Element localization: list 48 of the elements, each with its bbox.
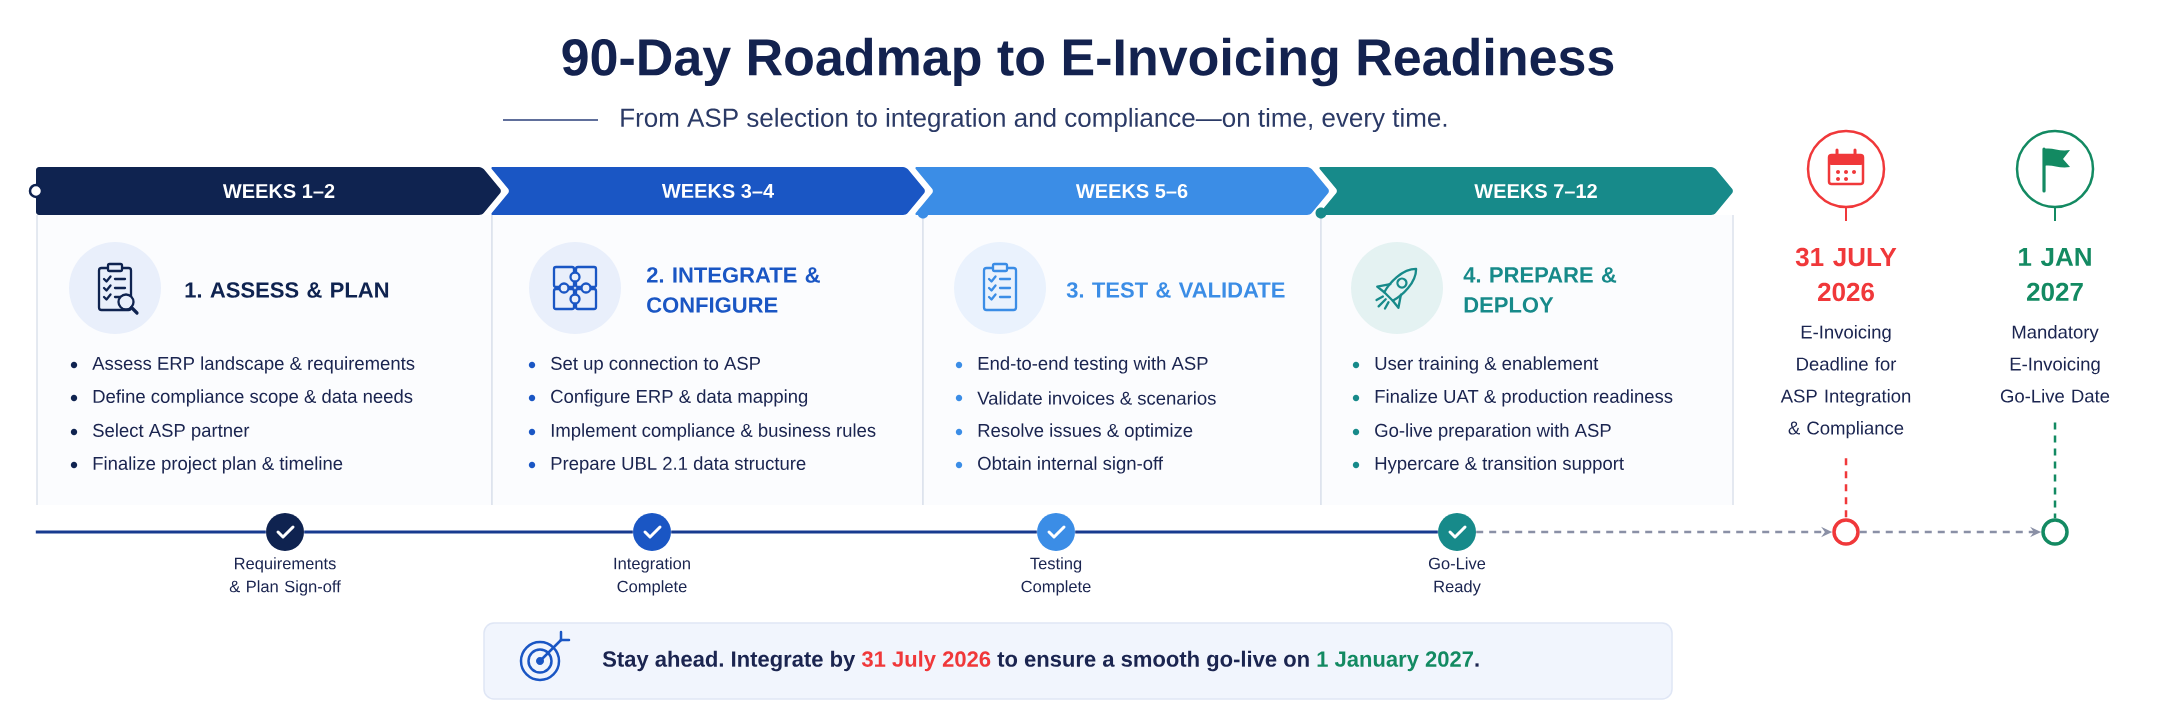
callout-box: Stay ahead. Integrate by 31 July 2026 to ensure a smooth go-live on 1 January 2027. — [483, 622, 1673, 700]
chevron-banner: WEEKS 7–12 — [1319, 167, 1733, 215]
bullet-text: Hypercare & transition support — [1375, 456, 1624, 474]
description-text: Mandatory E-Invoicing Go-Live Date — [2000, 325, 2110, 403]
node-label: Stay ahead. Integrate by — [602, 650, 856, 672]
node-label: . — [1475, 663, 1479, 667]
description-text: E-Invoicing Deadline for ASP Integration & Compliance — [1780, 325, 1911, 439]
bullet-text: Define compliance scope & data needs — [93, 389, 413, 407]
bullet-text: End-to-end testing with ASP — [978, 356, 1208, 374]
node-label: 1 January 2027 — [1317, 651, 1473, 672]
node-label: to ensure a smooth go-live on — [997, 650, 1309, 672]
ring-marker — [1832, 518, 1860, 546]
subtitle: From ASP selection to integration and compliance—on time, every time. — [621, 107, 1447, 133]
timeline-line — [1075, 530, 1438, 534]
bullet-text: Obtain internal sign-off — [978, 456, 1163, 474]
date-label: 31 JULY 2026 — [1795, 247, 1897, 302]
ring-marker — [2041, 518, 2069, 546]
date-label: 1 JAN 2027 — [2019, 247, 2091, 302]
milestone-label: Requirements & Plan Sign-off — [229, 557, 341, 596]
milestone-label: Go-Live Ready — [1428, 557, 1486, 596]
bullet-text: Select ASP partner — [93, 423, 250, 441]
bullet-text: Finalize project plan & timeline — [93, 456, 343, 474]
milestone-label: Testing Complete — [1021, 557, 1091, 596]
bullet-text: Configure ERP & data mapping — [551, 389, 808, 407]
title: 90-Day Roadmap to E-Invoicing Readiness — [562, 37, 1614, 87]
chevron-banner: WEEKS 3–4 — [491, 167, 925, 215]
phase-heading: 2. INTEGRATE & CONFIGURE — [647, 267, 820, 313]
bullet-text: Set up connection to ASP — [551, 356, 761, 374]
milestone-label: Integration Complete — [614, 557, 690, 596]
bullet-text: Assess ERP landscape & requirements — [92, 356, 415, 374]
bullet-text: User training & enablement — [1375, 356, 1599, 374]
phase-heading: 3. TEST & VALIDATE — [1066, 282, 1285, 298]
node-label: 31 July 2026 — [861, 650, 991, 672]
timeline-line — [304, 530, 633, 534]
timeline-line — [671, 530, 1037, 534]
bullet-text: Prepare UBL 2.1 data structure — [551, 456, 806, 474]
chevron-banner: WEEKS 5–6 — [915, 167, 1329, 215]
bullet-text: Go-live preparation with ASP — [1375, 423, 1611, 441]
bullet-text: Finalize UAT & production readiness — [1375, 389, 1673, 407]
bullet-text: Implement compliance & business rules — [551, 423, 876, 441]
bullet-text: Resolve issues & optimize — [978, 423, 1193, 441]
timeline-line — [35, 530, 266, 534]
phase-heading: 1. ASSESS & PLAN — [185, 282, 389, 298]
chevron-banner: WEEKS 1–2 — [36, 167, 501, 215]
leader-line — [2053, 422, 2057, 519]
leader-line — [1844, 458, 1848, 519]
phase-heading: 4. PREPARE & DEPLOY — [1463, 267, 1617, 313]
bullet-text: Validate invoices & scenarios — [977, 391, 1216, 405]
